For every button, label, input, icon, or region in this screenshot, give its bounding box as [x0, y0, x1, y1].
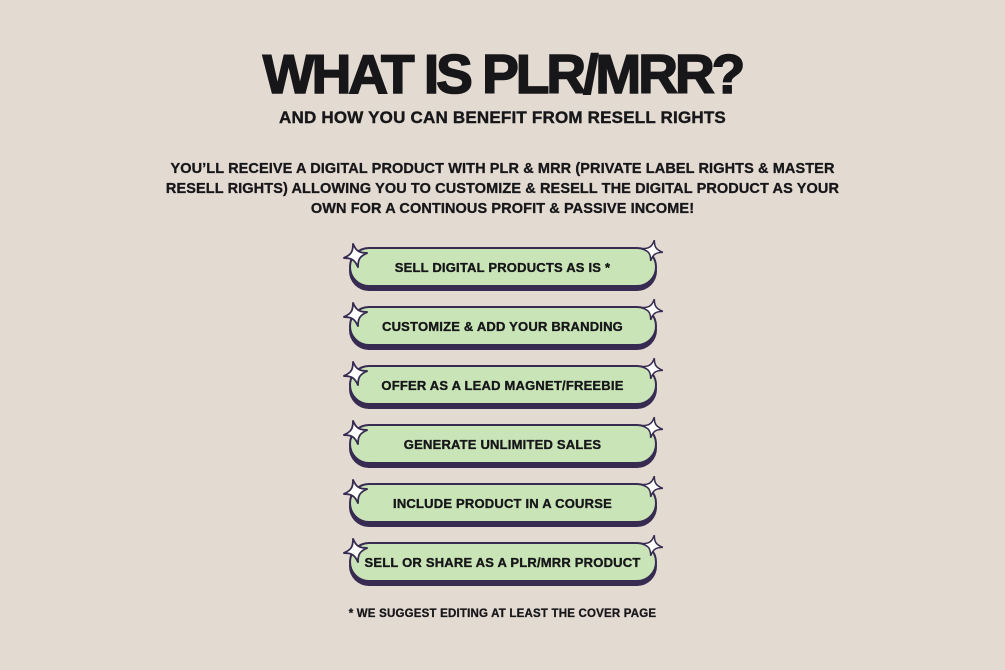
benefit-pill-customize-branding: CUSTOMIZE & ADD YOUR BRANDING — [342, 298, 663, 346]
sparkle-icon — [339, 475, 371, 507]
intro-paragraph: YOU’LL RECEIVE A DIGITAL PRODUCT WITH PL… — [0, 159, 1005, 219]
sparkle-icon — [639, 414, 666, 441]
benefit-label: SELL DIGITAL PRODUCTS AS IS * — [394, 259, 611, 275]
benefit-label: INCLUDE PRODUCT IN A COURSE — [393, 495, 612, 511]
intro-line: YOU’LL RECEIVE A DIGITAL PRODUCT WITH PL… — [170, 161, 835, 177]
page-subtitle: AND HOW YOU CAN BENEFIT FROM RESELL RIGH… — [279, 108, 726, 127]
benefit-label: CUSTOMIZE & ADD YOUR BRANDING — [381, 318, 623, 334]
sparkle-icon — [339, 534, 371, 566]
intro-line: OWN FOR A CONTINOUS PROFIT & PASSIVE INC… — [310, 201, 695, 217]
sparkle-icon — [639, 237, 666, 264]
benefit-pill-lead-magnet: OFFER AS A LEAD MAGNET/FREEBIE — [342, 357, 663, 405]
sparkle-icon — [339, 416, 371, 448]
benefit-pill-include-in-course: INCLUDE PRODUCT IN A COURSE — [342, 475, 663, 523]
benefit-pill-unlimited-sales: GENERATE UNLIMITED SALES — [342, 416, 663, 464]
sparkle-icon — [639, 355, 666, 382]
sparkle-icon — [339, 239, 371, 271]
benefit-label: OFFER AS A LEAD MAGNET/FREEBIE — [381, 377, 624, 393]
sparkle-icon — [639, 532, 666, 559]
sparkle-icon — [639, 473, 666, 500]
benefits-list: SELL DIGITAL PRODUCTS AS IS * CUSTOMIZE … — [0, 239, 1005, 582]
sparkle-icon — [339, 357, 371, 389]
intro-line: RESELL RIGHTS) ALLOWING YOU TO CUSTOMIZE… — [165, 181, 840, 197]
sparkle-icon — [639, 296, 666, 323]
benefit-label: SELL OR SHARE AS A PLR/MRR PRODUCT — [364, 554, 641, 570]
benefit-pill-sell-or-share: SELL OR SHARE AS A PLR/MRR PRODUCT — [342, 534, 663, 582]
sparkle-icon — [339, 298, 371, 330]
benefit-label: GENERATE UNLIMITED SALES — [403, 436, 602, 452]
footnote: * WE SUGGEST EDITING AT LEAST THE COVER … — [348, 608, 657, 620]
page-title: WHAT IS PLR/MRR? — [262, 43, 746, 105]
benefit-pill-sell-as-is: SELL DIGITAL PRODUCTS AS IS * — [342, 239, 663, 287]
